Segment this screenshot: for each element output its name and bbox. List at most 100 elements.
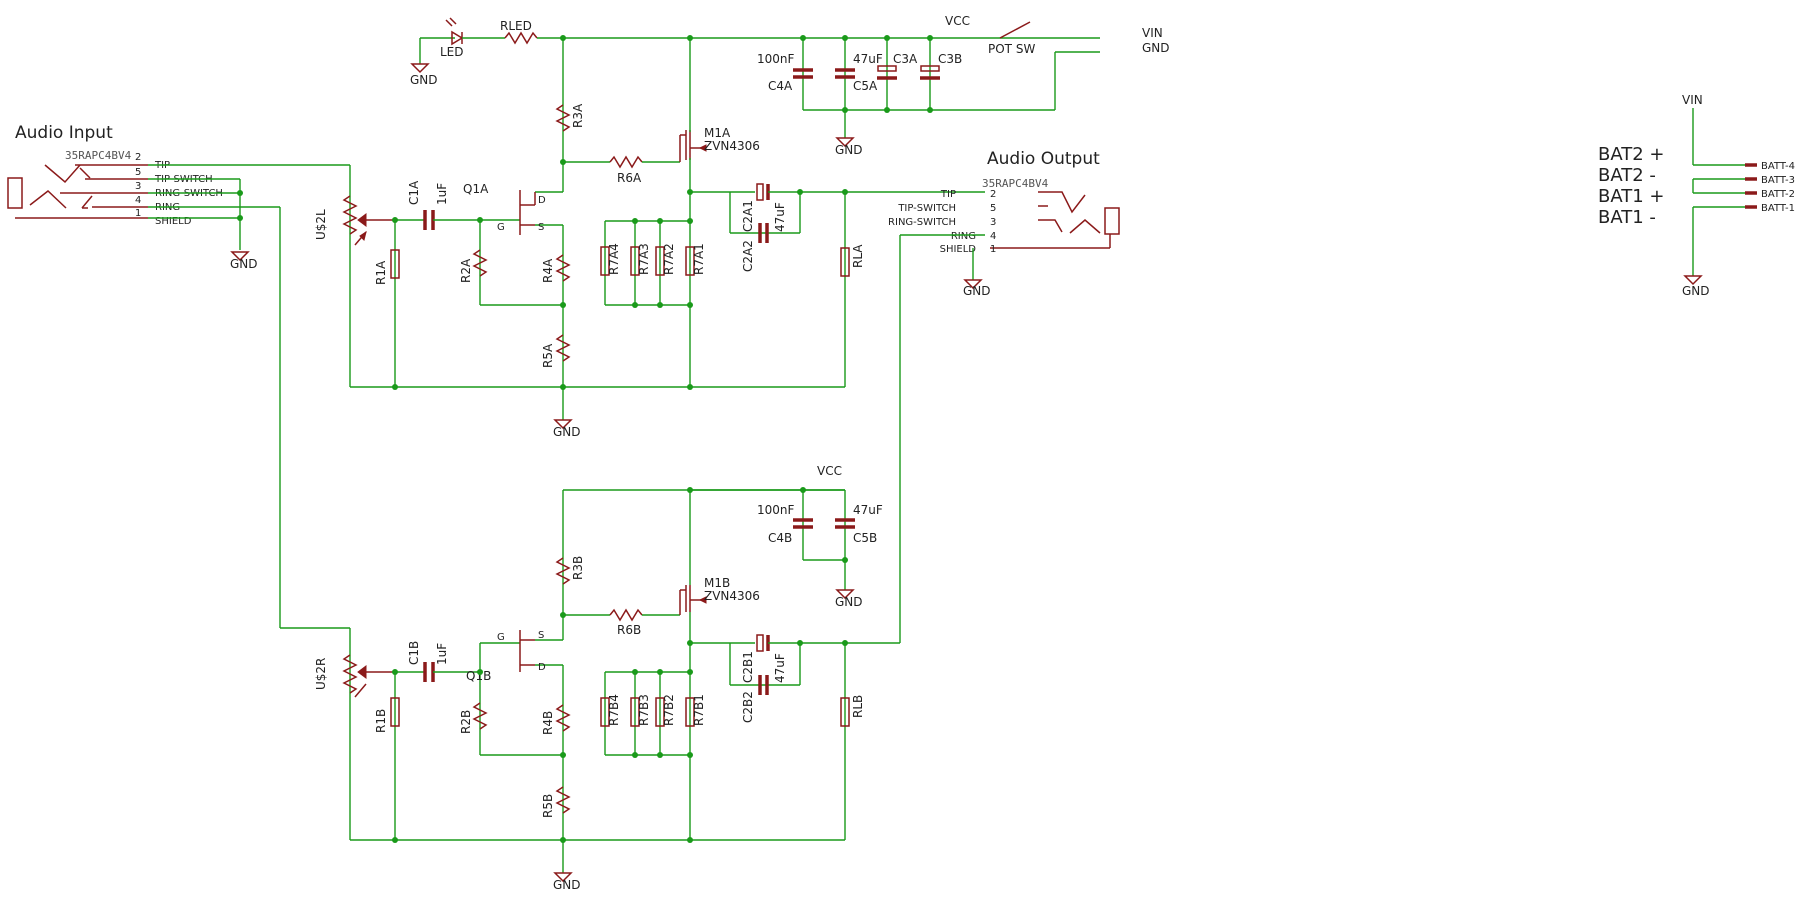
rlb: [840, 697, 850, 727]
svg-text:R7B2: R7B2: [662, 694, 676, 726]
svg-text:VIN: VIN: [1142, 26, 1163, 40]
svg-text:G: G: [497, 222, 505, 233]
bat1-plus: BAT1 +: [1598, 186, 1665, 207]
svg-text:C1A: C1A: [407, 180, 421, 205]
audio-output-title: Audio Output: [987, 149, 1100, 169]
svg-text:R5A: R5A: [541, 343, 555, 368]
svg-text:R2B: R2B: [459, 710, 473, 734]
svg-text:M1A: M1A: [704, 126, 731, 140]
r4b: [555, 704, 571, 732]
r2a: [472, 249, 488, 277]
svg-text:POT SW: POT SW: [988, 42, 1035, 56]
r5b: [555, 786, 571, 814]
input-jack: Audio Input 35RAPC4BV4 2 5 3 4 1 TIP TIP…: [7, 123, 223, 227]
svg-text:RING: RING: [951, 231, 976, 242]
svg-text:R7A1: R7A1: [692, 243, 706, 275]
svg-text:R7B4: R7B4: [607, 694, 621, 726]
r7b1: [685, 697, 695, 727]
pot-switch: [999, 21, 1031, 39]
r3b: [555, 557, 571, 585]
supply-a: 100nF C4A 47uF C5A C3A C3B GND VCC POT S…: [757, 14, 1170, 157]
pot-u2l: [342, 195, 358, 235]
svg-text:GND: GND: [1142, 41, 1170, 55]
svg-text:RLED: RLED: [500, 19, 532, 33]
jack-body: [7, 177, 23, 209]
battery-connector: VIN BATT-4 BATT-3 BATT-2 BATT-1 BAT2 + B…: [1598, 93, 1795, 298]
svg-text:RLA: RLA: [851, 244, 865, 268]
svg-text:G: G: [497, 632, 505, 643]
svg-text:RLB: RLB: [851, 695, 865, 718]
output-jack-body: [1104, 207, 1120, 235]
svg-text:47uF: 47uF: [773, 202, 787, 232]
svg-text:RING-SWITCH: RING-SWITCH: [888, 217, 956, 228]
svg-text:C2B2: C2B2: [741, 691, 755, 723]
svg-text:VCC: VCC: [817, 464, 842, 478]
svg-text:C3B: C3B: [938, 52, 962, 66]
channel-b: U$2R R1B C1B 1uF R2B Q1B G S D R3B: [314, 464, 900, 892]
r7b3: [630, 697, 640, 727]
r7a4: [600, 246, 610, 276]
channel-a: U$2L R1A C1A 1uF R2A Q1A G D S R3A: [314, 35, 1100, 439]
pin-shield: SHIELD: [155, 216, 192, 227]
svg-text:D: D: [538, 662, 546, 673]
svg-text:C2A1: C2A1: [741, 200, 755, 232]
svg-text:1: 1: [990, 244, 996, 255]
r6b: [609, 608, 643, 622]
svg-text:GND: GND: [230, 257, 258, 271]
c3b: [920, 65, 940, 72]
r4a: [555, 254, 571, 282]
svg-text:1uF: 1uF: [435, 643, 449, 665]
svg-text:R4A: R4A: [541, 258, 555, 283]
svg-text:C4A: C4A: [768, 79, 793, 93]
r1a: [390, 249, 400, 279]
svg-text:2: 2: [990, 189, 996, 200]
svg-text:R7A2: R7A2: [662, 243, 676, 275]
r7a3: [630, 246, 640, 276]
svg-text:TIP-SWITCH: TIP-SWITCH: [897, 203, 956, 214]
svg-text:R7B1: R7B1: [692, 694, 706, 726]
svg-text:R1B: R1B: [374, 709, 388, 733]
svg-text:U$2R: U$2R: [314, 658, 328, 690]
svg-text:C1B: C1B: [407, 641, 421, 665]
svg-text:C5B: C5B: [853, 531, 877, 545]
svg-text:VIN: VIN: [1682, 93, 1703, 107]
svg-text:GND: GND: [553, 425, 581, 439]
rled: [504, 31, 538, 45]
rla: [840, 247, 850, 277]
svg-text:5: 5: [990, 203, 996, 214]
svg-text:47uF: 47uF: [853, 503, 883, 517]
svg-text:100nF: 100nF: [757, 52, 795, 66]
svg-text:S: S: [538, 630, 544, 641]
r6a: [609, 155, 643, 169]
audio-input-title: Audio Input: [15, 123, 113, 143]
svg-text:3: 3: [990, 217, 996, 228]
r7a1: [685, 246, 695, 276]
bat2-plus: BAT2 +: [1598, 144, 1665, 165]
svg-text:1uF: 1uF: [435, 183, 449, 205]
svg-text:Q1A: Q1A: [463, 182, 489, 196]
svg-text:TIP: TIP: [940, 189, 956, 200]
svg-text:SHIELD: SHIELD: [940, 244, 977, 255]
r7a2: [655, 246, 665, 276]
r7b4: [600, 697, 610, 727]
svg-text:R3A: R3A: [571, 103, 585, 128]
svg-text:1: 1: [135, 208, 141, 219]
pot-label: U$2L: [314, 209, 328, 240]
svg-text:5: 5: [135, 167, 141, 178]
svg-text:R3B: R3B: [571, 556, 585, 580]
input-jack-part: 35RAPC4BV4: [65, 149, 132, 162]
svg-text:M1B: M1B: [704, 576, 730, 590]
svg-text:BATT-3: BATT-3: [1761, 175, 1795, 186]
output-jack-part: 35RAPC4BV4: [982, 177, 1049, 190]
svg-text:GND: GND: [835, 595, 863, 609]
svg-text:R4B: R4B: [541, 711, 555, 735]
svg-text:BATT-1: BATT-1: [1761, 203, 1795, 214]
r2b: [472, 702, 488, 730]
r7b2: [655, 697, 665, 727]
svg-text:3: 3: [135, 181, 141, 192]
svg-text:47uF: 47uF: [853, 52, 883, 66]
tip-contact: [44, 164, 81, 184]
r5a: [555, 334, 571, 362]
svg-text:S: S: [538, 222, 544, 233]
